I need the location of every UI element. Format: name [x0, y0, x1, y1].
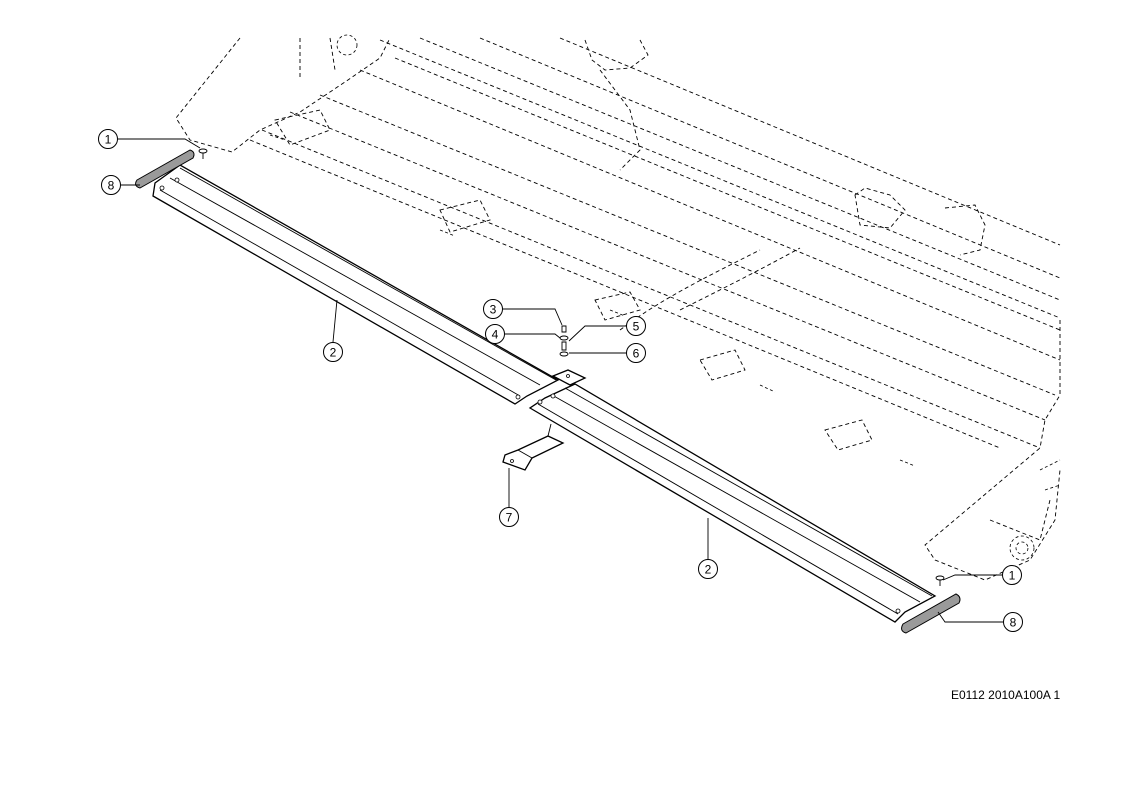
cover-plate-right — [528, 383, 937, 623]
svg-text:8: 8 — [108, 179, 115, 193]
callout-4: 4 — [485, 324, 505, 344]
callout-5: 5 — [626, 316, 646, 336]
svg-text:6: 6 — [633, 347, 640, 361]
rivet-left — [198, 148, 208, 159]
callout-3: 3 — [483, 299, 503, 319]
rivet-right — [935, 575, 945, 586]
callout-1-left: 1 — [98, 129, 118, 149]
fastener-stack — [559, 325, 569, 357]
end-cap-left — [135, 149, 195, 189]
svg-text:4: 4 — [492, 328, 499, 342]
cover-plate-left — [152, 164, 560, 405]
svg-text:1: 1 — [105, 133, 112, 147]
svg-text:5: 5 — [633, 320, 640, 334]
svg-text:3: 3 — [490, 303, 497, 317]
svg-text:1: 1 — [1009, 569, 1016, 583]
callout-7: 7 — [499, 507, 519, 527]
svg-text:2: 2 — [705, 563, 712, 577]
callout-8-right: 8 — [1003, 612, 1023, 632]
leader-lines — [118, 138, 1004, 623]
svg-text:2: 2 — [330, 346, 337, 360]
svg-text:8: 8 — [1010, 616, 1017, 630]
callout-1-right: 1 — [1002, 565, 1022, 585]
drawing-reference-number: E0112 2010A100A 1 — [951, 688, 1061, 702]
callout-8-left: 8 — [101, 175, 121, 195]
callout-2-right: 2 — [698, 559, 718, 579]
svg-text:7: 7 — [506, 511, 513, 525]
callout-2-left: 2 — [323, 342, 343, 362]
support-bracket — [502, 423, 565, 471]
joint-plate — [551, 369, 587, 386]
callout-6: 6 — [626, 343, 646, 363]
machine-frame-outline — [175, 34, 1061, 581]
end-cap-right — [901, 593, 961, 634]
